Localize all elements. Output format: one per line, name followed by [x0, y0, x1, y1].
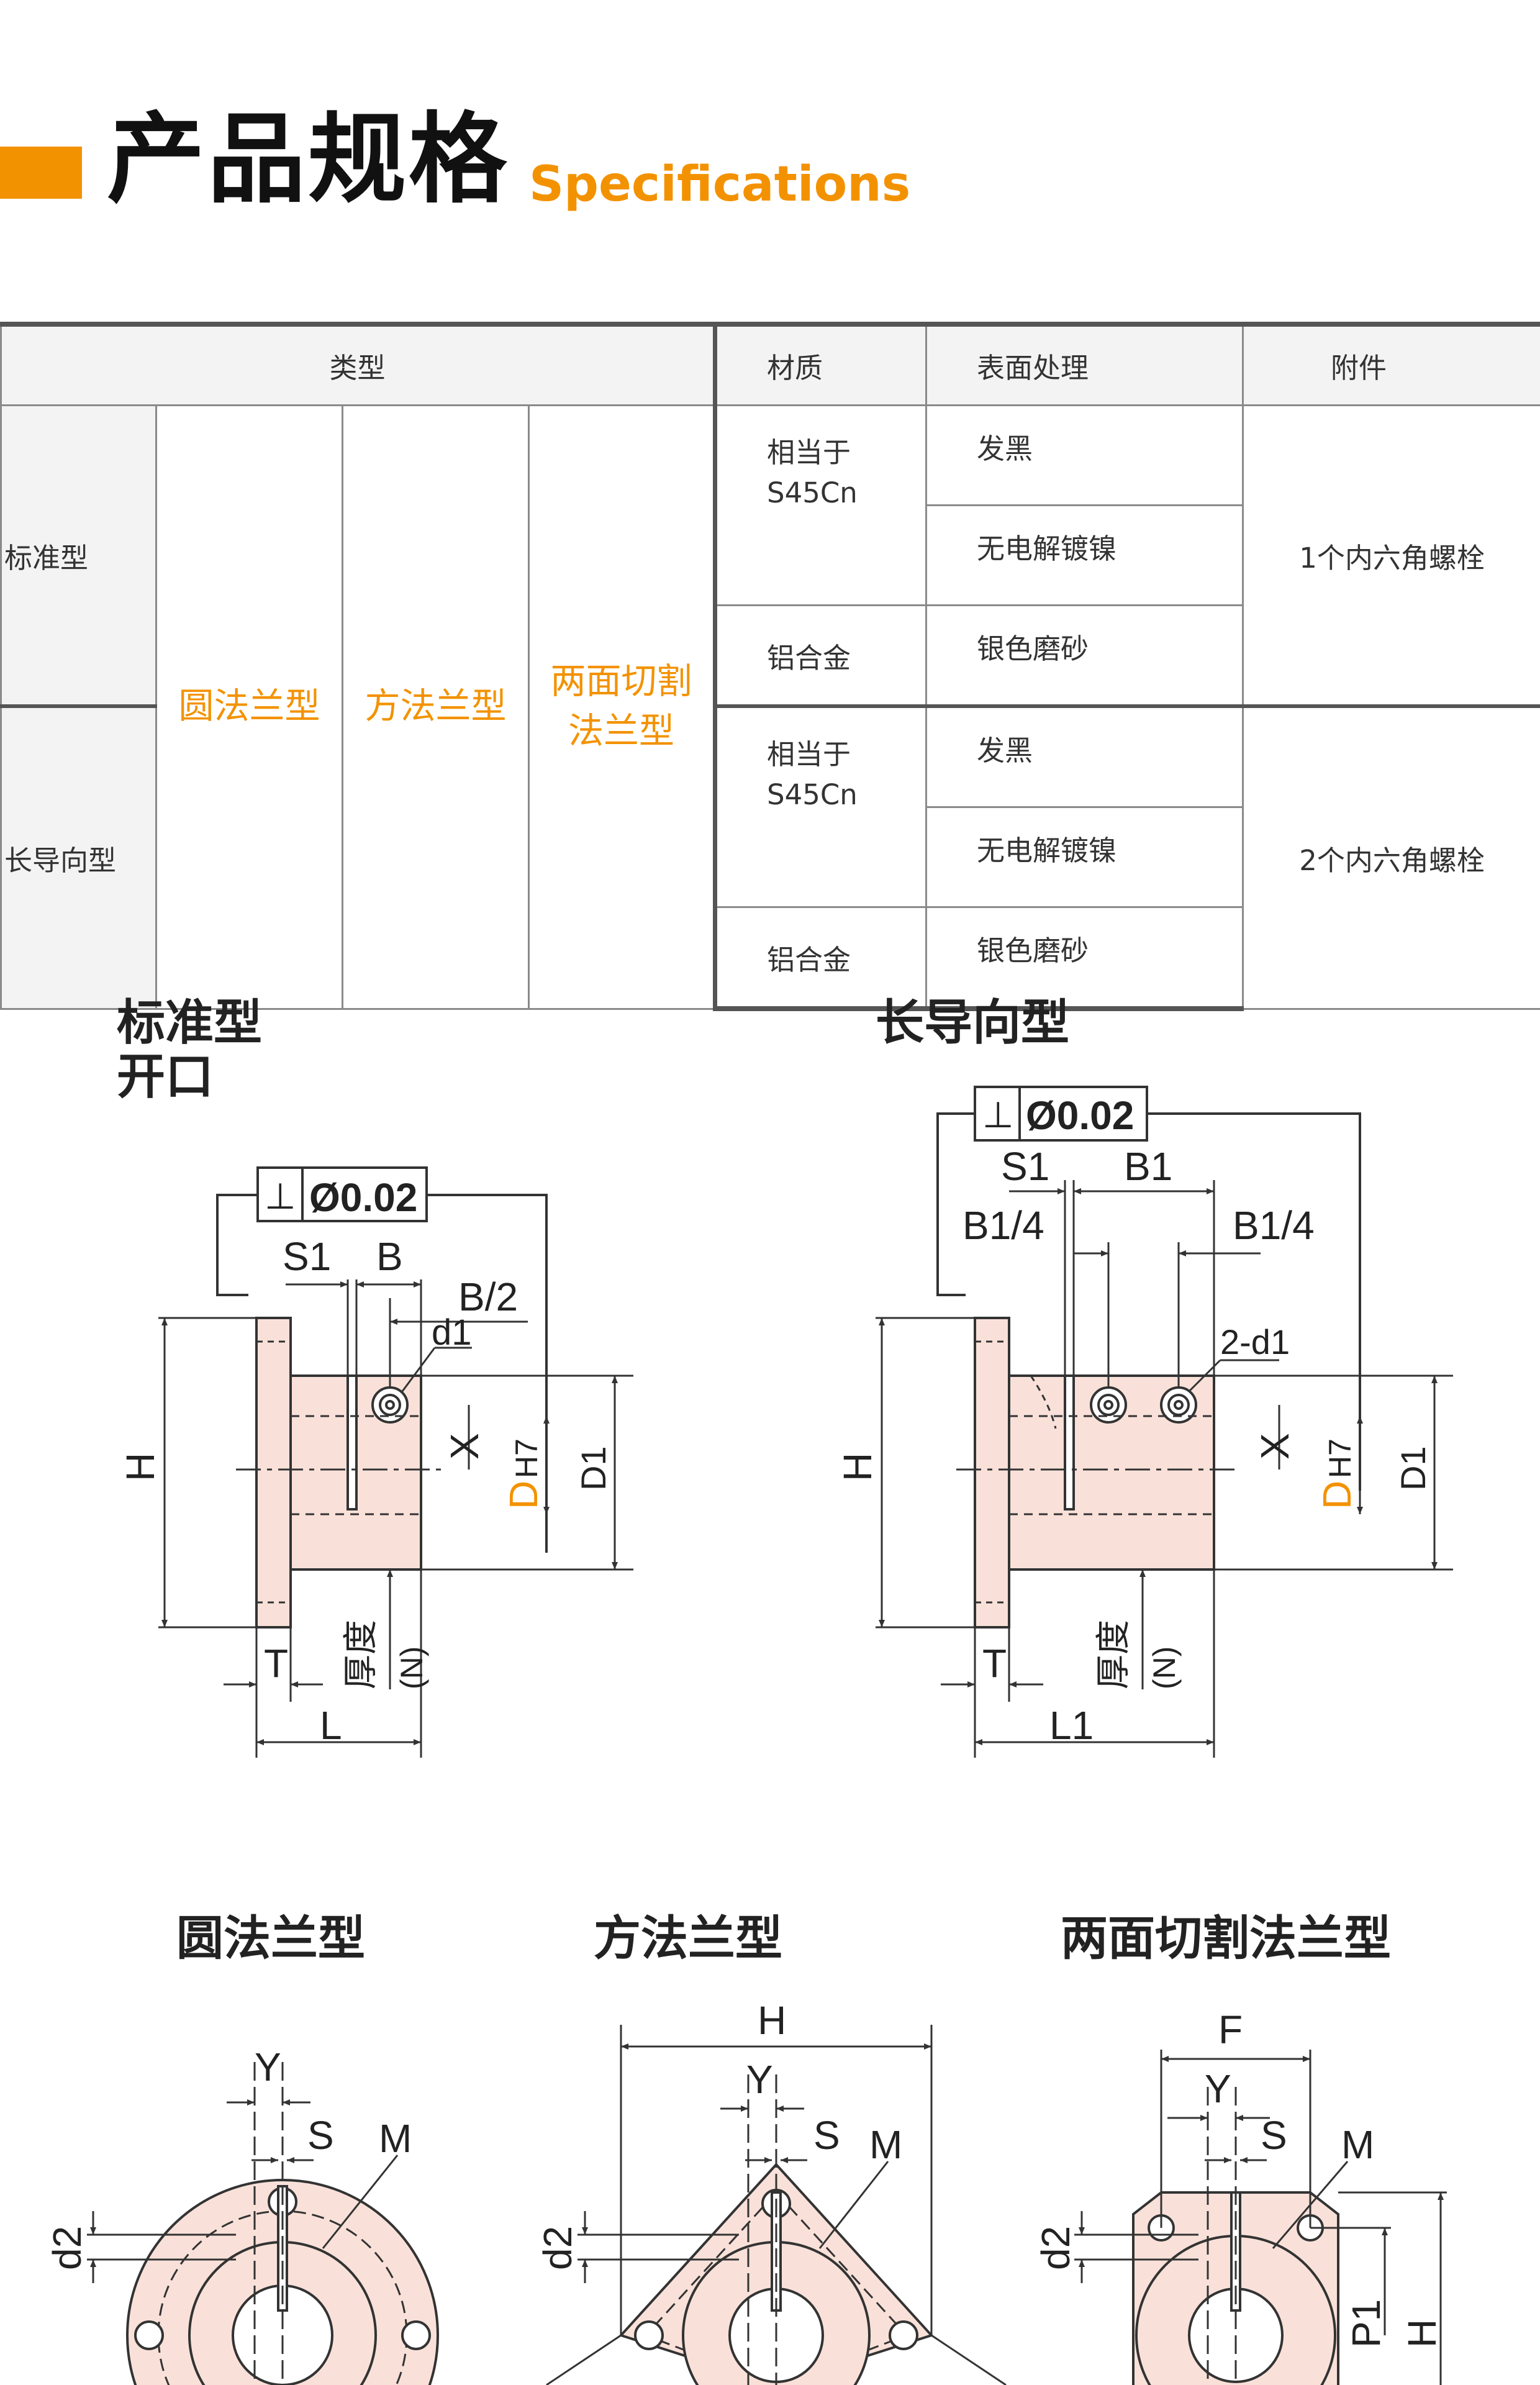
dim-label: d2 [1033, 2226, 1078, 2270]
tolerance-value: Ø0.02 [1026, 1093, 1134, 1138]
material-cell: 相当于 S45Cn [713, 704, 928, 908]
dim-label: P1 [1344, 2299, 1388, 2348]
tolerance-value: Ø0.02 [309, 1175, 417, 1220]
two-side-flange-view [1074, 2050, 1447, 2385]
surface-cell: 银色磨砂 [925, 604, 1244, 707]
group-name: 长导向型 [0, 704, 157, 1010]
dim-label: d1 [432, 1312, 472, 1353]
header-accessory: 附件 [1242, 322, 1540, 406]
surface-cell: 发黑 [925, 404, 1244, 506]
dim-label: B1 [1124, 1144, 1172, 1189]
dim-label: H7 [1323, 1438, 1357, 1478]
square-flange-view [546, 2025, 1007, 2385]
dim-label: S1 [1001, 1144, 1049, 1189]
table-row: 标准型 圆法兰型 方法兰型 两面切割 法兰型 相当于 S45Cn 发黑 1个内六… [0, 404, 1540, 1010]
standard-side-view [158, 1166, 633, 1758]
surface-cell: 无电解镀镍 [925, 504, 1244, 606]
standard-title-line1: 标准型 [117, 995, 263, 1051]
dim-label: d2 [45, 2226, 89, 2270]
dim-label: X [1252, 1433, 1297, 1460]
dim-label: (N) [394, 1647, 429, 1689]
dim-label: B1/4 [962, 1203, 1044, 1248]
dim-label: 2-d1 [1220, 1322, 1290, 1361]
material-cell: 相当于 S45Cn [713, 404, 928, 606]
dim-label: L [320, 1703, 342, 1748]
header-surface: 表面处理 [925, 322, 1244, 406]
dim-label: D1 [1393, 1446, 1433, 1491]
table-row: 铝合金 银色磨砂 [1, 604, 1540, 707]
dim-label: 厚度 [341, 1620, 380, 1689]
material-cell: 铝合金 [713, 604, 928, 707]
dim-label: T [982, 1641, 1007, 1686]
tolerance-symbol: ⊥ [982, 1095, 1014, 1135]
group-name: 标准型 [0, 404, 157, 707]
round-title: 圆法兰型 [176, 1910, 365, 1966]
dim-label: H7 [509, 1438, 544, 1478]
dim-label: T [264, 1641, 288, 1686]
page-title: 产品规格 [107, 102, 509, 217]
standard-title: 标准型 开口 [117, 996, 262, 1105]
header-accent-bar [0, 147, 82, 199]
table-row: 长导向型 相当于 S45Cn 发黑 2个内六角螺栓 [0, 704, 1540, 1010]
surface-cell: 银色磨砂 [925, 906, 1244, 1011]
dim-label: B/2 [458, 1274, 518, 1319]
dim-label: M [869, 2122, 902, 2167]
type-round: 圆法兰型 [155, 404, 343, 1010]
dim-label: H [835, 1453, 880, 1481]
round-flange-view [87, 2062, 439, 2385]
accessory-cell: 2个内六角螺栓 [1242, 704, 1540, 1010]
square-title: 方法兰型 [594, 1910, 782, 1966]
page-title-en: Specifications [529, 157, 911, 212]
dim-label: S [307, 2113, 334, 2158]
dim-label: D [1315, 1481, 1359, 1509]
dim-label: 厚度 [1094, 1620, 1133, 1689]
dim-label: S [813, 2113, 840, 2158]
two-side-title: 两面切割法兰型 [1061, 1910, 1391, 1966]
tolerance-symbol: ⊥ [265, 1176, 296, 1217]
dim-label: Y [1205, 2066, 1231, 2111]
surface-cell: 无电解镀镍 [925, 806, 1244, 908]
table-row: 无电解镀镍 [1, 504, 1540, 606]
dim-label: S1 [283, 1234, 331, 1279]
dim-label: L1 [1049, 1703, 1094, 1748]
material-cell: 铝合金 [713, 906, 928, 1011]
surface-cell: 发黑 [925, 704, 1244, 808]
dim-label: D [501, 1481, 546, 1509]
accessory-cell: 1个内六角螺栓 [1242, 404, 1540, 707]
spec-table: 类型 材质 表面处理 附件 标准型 圆法兰型 方法兰型 两面切割 法兰型 相当于… [0, 322, 1540, 1011]
long-side-view [876, 1086, 1453, 1758]
dim-label: X [442, 1433, 487, 1460]
dim-label: F [1218, 2007, 1243, 2052]
dim-label: (N) [1147, 1647, 1182, 1689]
dim-label: M [379, 2116, 412, 2161]
dim-label: B1/4 [1233, 1203, 1315, 1248]
table-row: 无电解镀镍 [1, 806, 1540, 908]
dim-label: S [1261, 2113, 1287, 2158]
table-row: 铝合金 银色磨砂 [1, 906, 1540, 1011]
header-type: 类型 [0, 322, 717, 406]
long-title: 长导向型 [876, 995, 1070, 1051]
dim-label: Y [746, 2057, 773, 2102]
dim-label: M [1341, 2122, 1374, 2167]
dim-label: B [376, 1234, 403, 1279]
dim-label: H [118, 1453, 163, 1481]
dim-label: d2 [535, 2226, 580, 2270]
header-material: 材质 [713, 322, 928, 406]
dim-label: H [758, 1998, 786, 2043]
table-header-row: 类型 材质 表面处理 附件 [0, 322, 1540, 406]
dim-label: Y [255, 2045, 281, 2089]
dim-label: D1 [574, 1446, 613, 1491]
standard-title-line2: 开口 [117, 1049, 214, 1106]
dim-label: H [1400, 2319, 1444, 2348]
type-two-side: 两面切割 法兰型 [527, 404, 717, 1010]
type-square: 方法兰型 [342, 404, 530, 1010]
